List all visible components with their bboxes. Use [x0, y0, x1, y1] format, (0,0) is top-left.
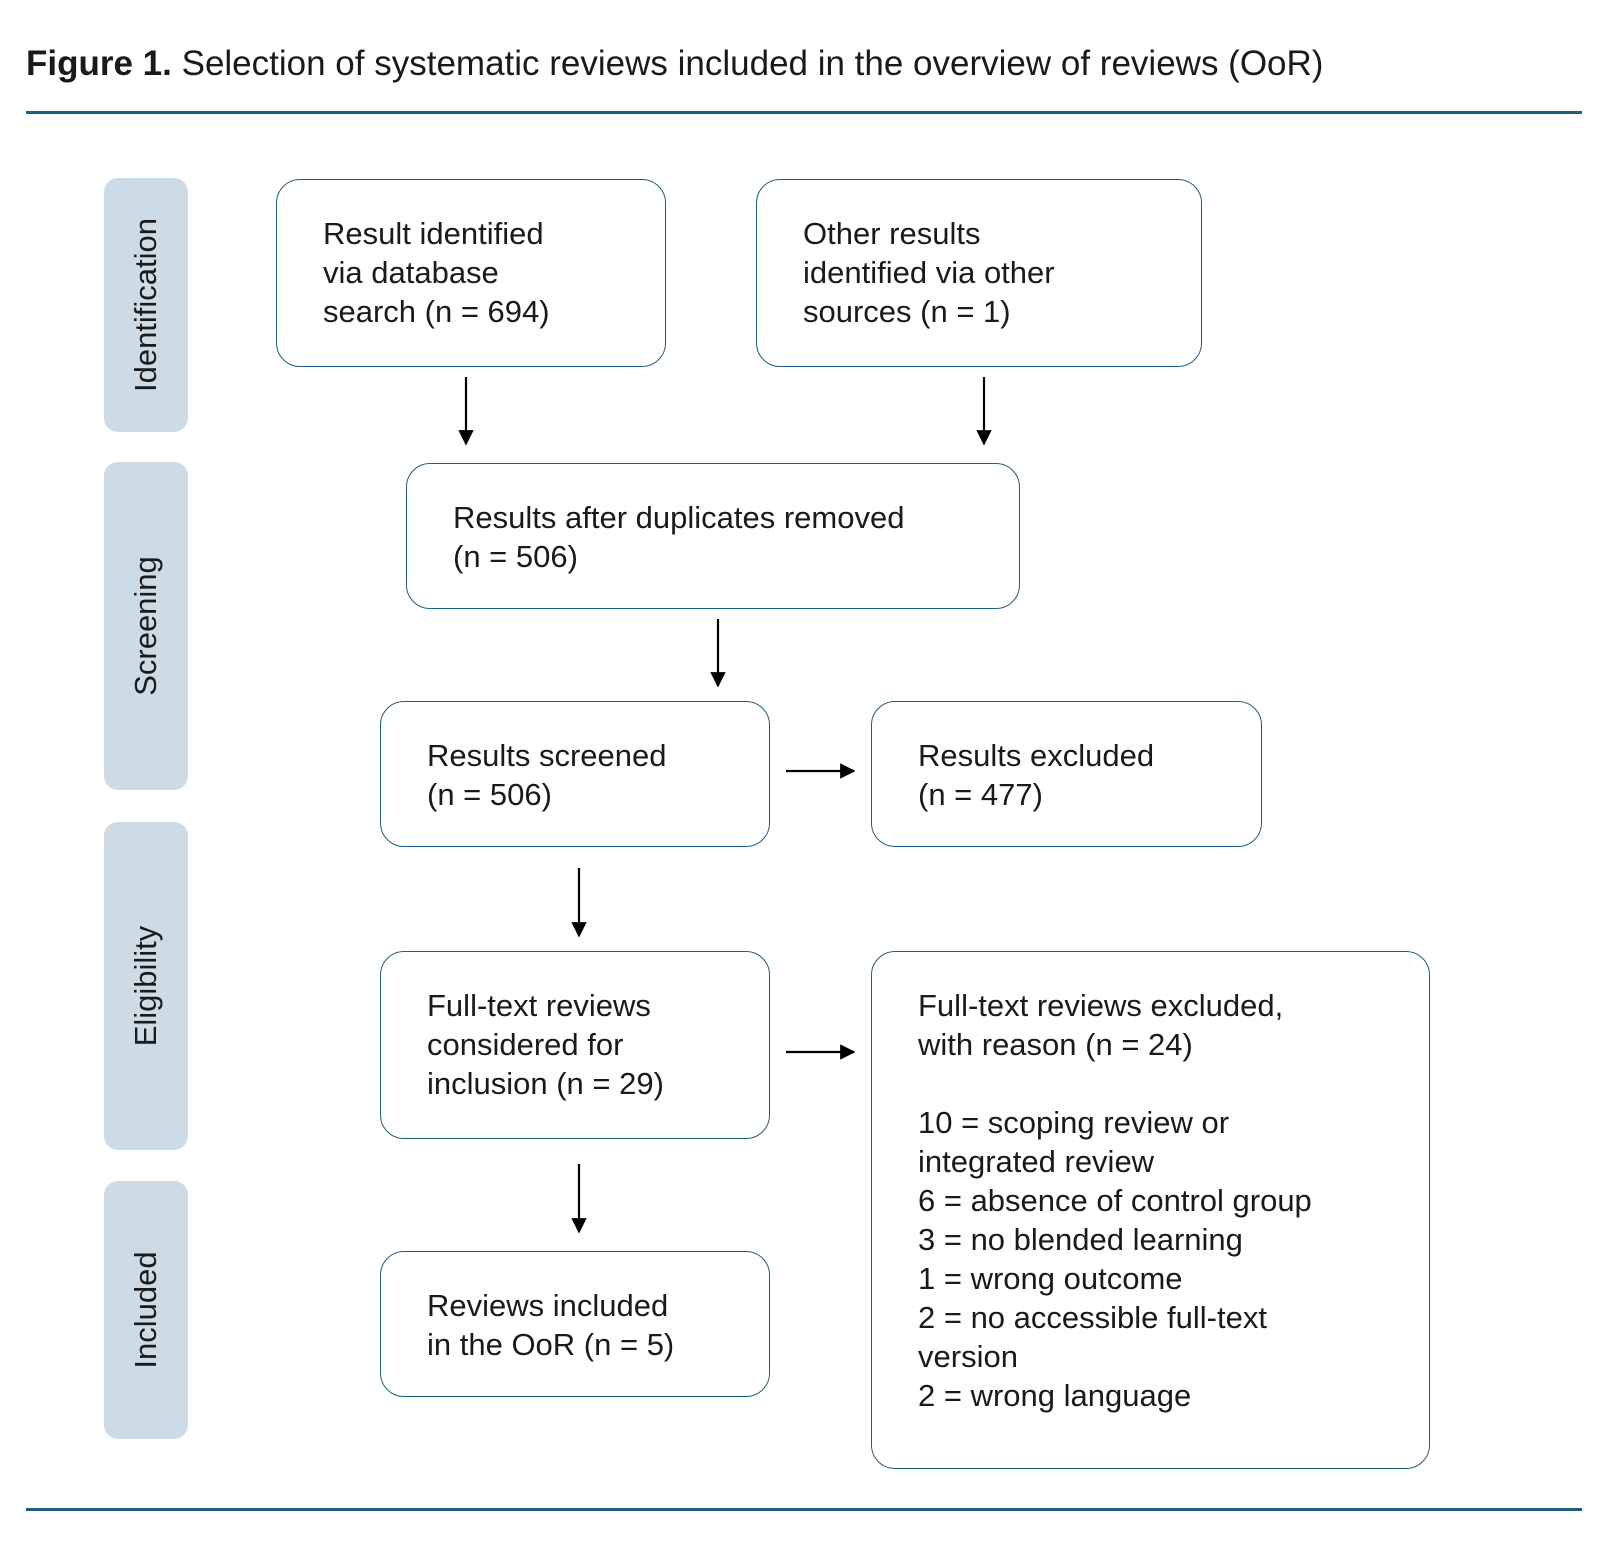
box-line: Full-text reviews [427, 988, 651, 1023]
stage-included: Included [104, 1181, 188, 1439]
stage-eligibility: Eligibility [104, 822, 188, 1150]
box-line: identified via other [803, 255, 1055, 290]
box-line: Other results [803, 216, 981, 251]
box-line: Results after duplicates removed [453, 500, 905, 535]
box-full-text-excluded: Full-text reviews excluded, with reason … [871, 951, 1430, 1469]
stage-identification: Identification [104, 178, 188, 432]
box-line: search (n = 694) [323, 294, 550, 329]
box-screened: Results screened (n = 506) [380, 701, 770, 847]
exclusion-reason: integrated review [918, 1144, 1155, 1179]
exclusion-reason: 3 = no blended learning [918, 1222, 1243, 1257]
box-duplicates-removed: Results after duplicates removed (n = 50… [406, 463, 1020, 609]
box-line: in the OoR (n = 5) [427, 1327, 675, 1362]
box-line: Reviews included [427, 1288, 669, 1323]
box-included-reviews: Reviews included in the OoR (n = 5) [380, 1251, 770, 1397]
box-line: Result identified [323, 216, 544, 251]
box-line: (n = 506) [427, 777, 552, 812]
box-line: sources (n = 1) [803, 294, 1011, 329]
figure-label: Figure 1. [26, 44, 172, 83]
bottom-rule [26, 1508, 1582, 1511]
box-line: via database [323, 255, 499, 290]
stage-screening: Screening [104, 462, 188, 790]
box-database-search: Result identified via database search (n… [276, 179, 666, 367]
box-line: inclusion (n = 29) [427, 1066, 664, 1101]
box-full-text: Full-text reviews considered for inclusi… [380, 951, 770, 1139]
exclusion-reason: 6 = absence of control group [918, 1183, 1312, 1218]
figure-caption: Selection of systematic reviews included… [171, 44, 1324, 83]
box-line: Results excluded [918, 738, 1155, 773]
box-line: with reason (n = 24) [918, 1027, 1193, 1062]
exclusion-reason: 1 = wrong outcome [918, 1261, 1183, 1296]
top-rule [26, 111, 1582, 114]
box-line: Full-text reviews excluded, [918, 988, 1284, 1023]
box-line: considered for [427, 1027, 624, 1062]
exclusion-reason: 10 = scoping review or [918, 1105, 1230, 1140]
figure-title: Figure 1. Selection of systematic review… [26, 42, 1323, 86]
box-line: (n = 477) [918, 777, 1043, 812]
box-other-sources: Other results identified via other sourc… [756, 179, 1202, 367]
exclusion-reason: 2 = wrong language [918, 1378, 1192, 1413]
exclusion-reason: version [918, 1339, 1018, 1374]
exclusion-reason: 2 = no accessible full-text [918, 1300, 1267, 1335]
box-excluded: Results excluded (n = 477) [871, 701, 1262, 847]
box-line: Results screened [427, 738, 667, 773]
box-line: (n = 506) [453, 539, 578, 574]
